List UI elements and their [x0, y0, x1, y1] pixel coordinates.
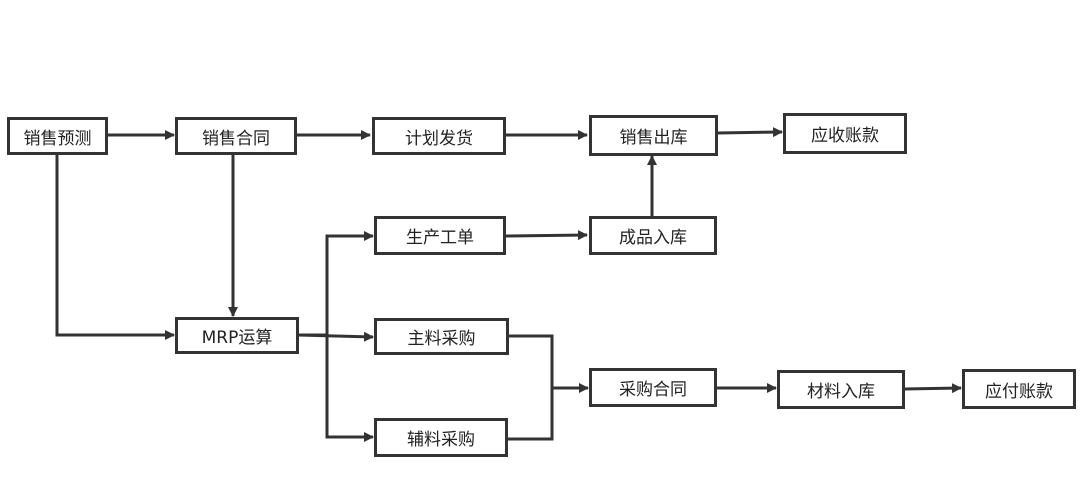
node-main-material-purchase: 主料采购 — [374, 318, 509, 355]
node-sales-outbound: 销售出库 — [589, 115, 718, 156]
edge-forecast-to-mrp — [55, 155, 175, 340]
node-payable-label: 应付账款 — [985, 381, 1053, 402]
node-sales-contract: 销售合同 — [175, 117, 297, 155]
node-material-inbound-label: 材料入库 — [807, 382, 875, 402]
edge-production-to-finished — [504, 230, 588, 241]
node-production-order-label: 生产工单 — [406, 228, 474, 248]
node-mrp: MRP运算 — [175, 317, 299, 354]
node-purchase-contract-label: 采购合同 — [619, 380, 687, 400]
node-aux-material-purchase-label: 辅料采购 — [407, 430, 475, 450]
edge-outbound-to-receivable — [716, 127, 783, 138]
node-payable: 应付账款 — [962, 369, 1076, 409]
edge-mrp-to-aux-purchase — [325, 335, 374, 442]
node-production-order: 生产工单 — [374, 216, 506, 255]
edge-main-purchase-merge — [508, 334, 554, 441]
node-sales-forecast-label: 销售预测 — [23, 128, 92, 149]
node-receivable-label: 应收账款 — [811, 126, 879, 146]
node-plan-shipment-label: 计划发货 — [405, 128, 473, 149]
node-purchase-contract: 采购合同 — [589, 368, 717, 407]
node-main-material-purchase-label: 主料采购 — [407, 329, 476, 349]
node-aux-material-purchase: 辅料采购 — [374, 418, 508, 457]
node-receivable: 应收账款 — [783, 113, 907, 154]
node-plan-shipment: 计划发货 — [372, 117, 506, 155]
node-finished-inbound: 成品入库 — [589, 216, 717, 255]
node-material-inbound: 材料入库 — [777, 370, 905, 409]
edge-material-to-payable — [903, 383, 962, 394]
node-sales-outbound-label: 销售出库 — [619, 128, 688, 148]
node-sales-forecast: 销售预测 — [7, 117, 108, 155]
node-mrp-label: MRP运算 — [201, 328, 273, 348]
edge-mrp-to-production — [298, 231, 374, 337]
node-sales-contract-label: 销售合同 — [202, 128, 270, 149]
node-finished-inbound-label: 成品入库 — [619, 228, 687, 248]
